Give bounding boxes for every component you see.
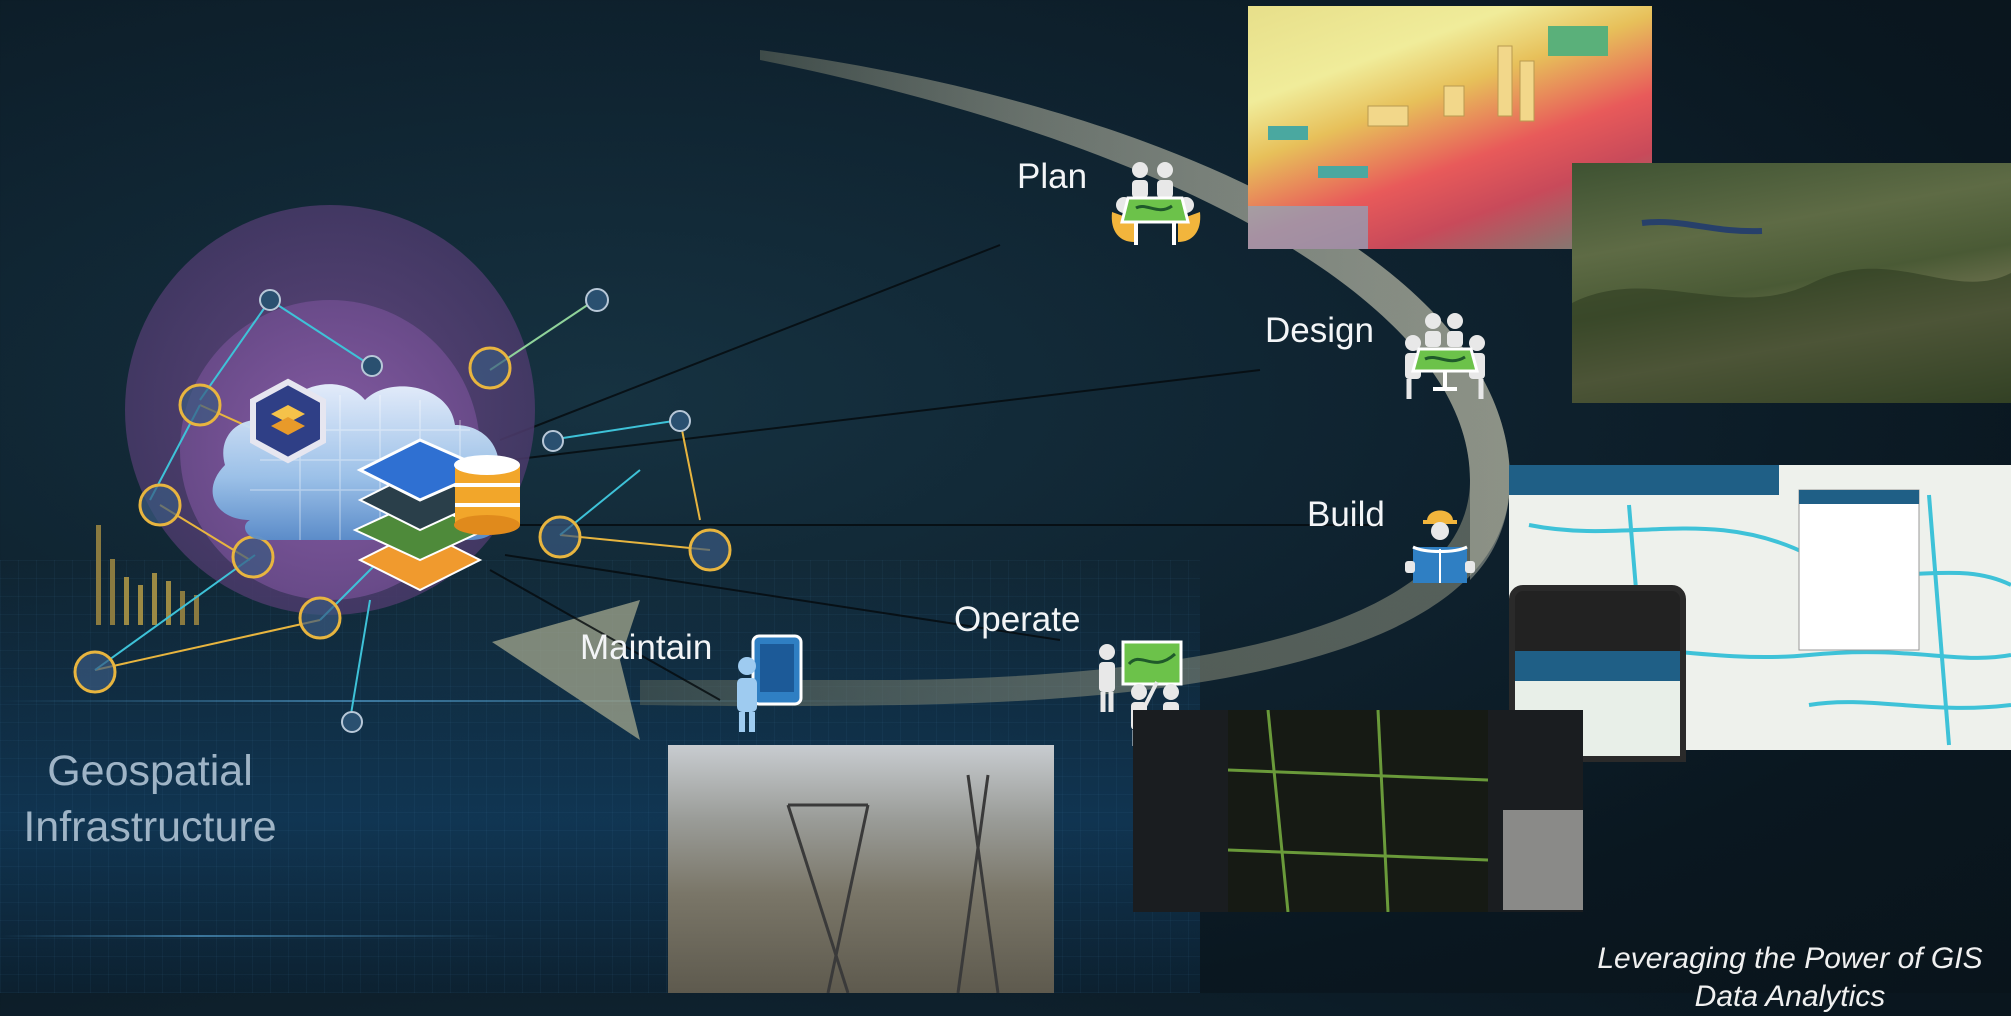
background-glow-line xyxy=(0,700,900,702)
map-layers-stack-icon xyxy=(352,438,492,592)
stage-label-build: Build xyxy=(1307,495,1385,534)
title-line-2: Infrastructure xyxy=(23,803,277,851)
operations-dashboard-photo xyxy=(1133,710,1583,912)
stage-label-maintain: Maintain xyxy=(580,628,713,667)
caption-line-1: Leveraging the Power of GIS xyxy=(1597,942,1983,975)
planning-team-icon xyxy=(1111,162,1201,245)
mobile-field-worker-icon xyxy=(737,634,803,732)
construction-worker-icon xyxy=(1405,510,1475,583)
network-small-nodes xyxy=(259,288,691,733)
cycle-arrowhead xyxy=(492,600,640,740)
database-icon xyxy=(454,455,520,535)
diagram-title: Geospatial Infrastructure xyxy=(0,743,300,855)
design-team-icon xyxy=(1405,313,1485,399)
background-glow-line xyxy=(0,935,500,937)
stage-label-design: Design xyxy=(1265,311,1374,350)
stage-connectors xyxy=(489,244,1380,701)
caption-line-2: Data Analytics xyxy=(1694,980,1886,1013)
stage-label-plan: Plan xyxy=(1017,157,1088,196)
power-tower-photo xyxy=(668,745,1054,993)
title-line-1: Geospatial xyxy=(47,747,253,795)
layers-hexagon-icon xyxy=(250,378,326,464)
caption: Leveraging the Power of GIS Data Analyti… xyxy=(1560,940,2011,1016)
terrain-3d-photo xyxy=(1572,163,2011,403)
network-nodes xyxy=(73,346,732,694)
stage-label-operate: Operate xyxy=(954,600,1081,639)
